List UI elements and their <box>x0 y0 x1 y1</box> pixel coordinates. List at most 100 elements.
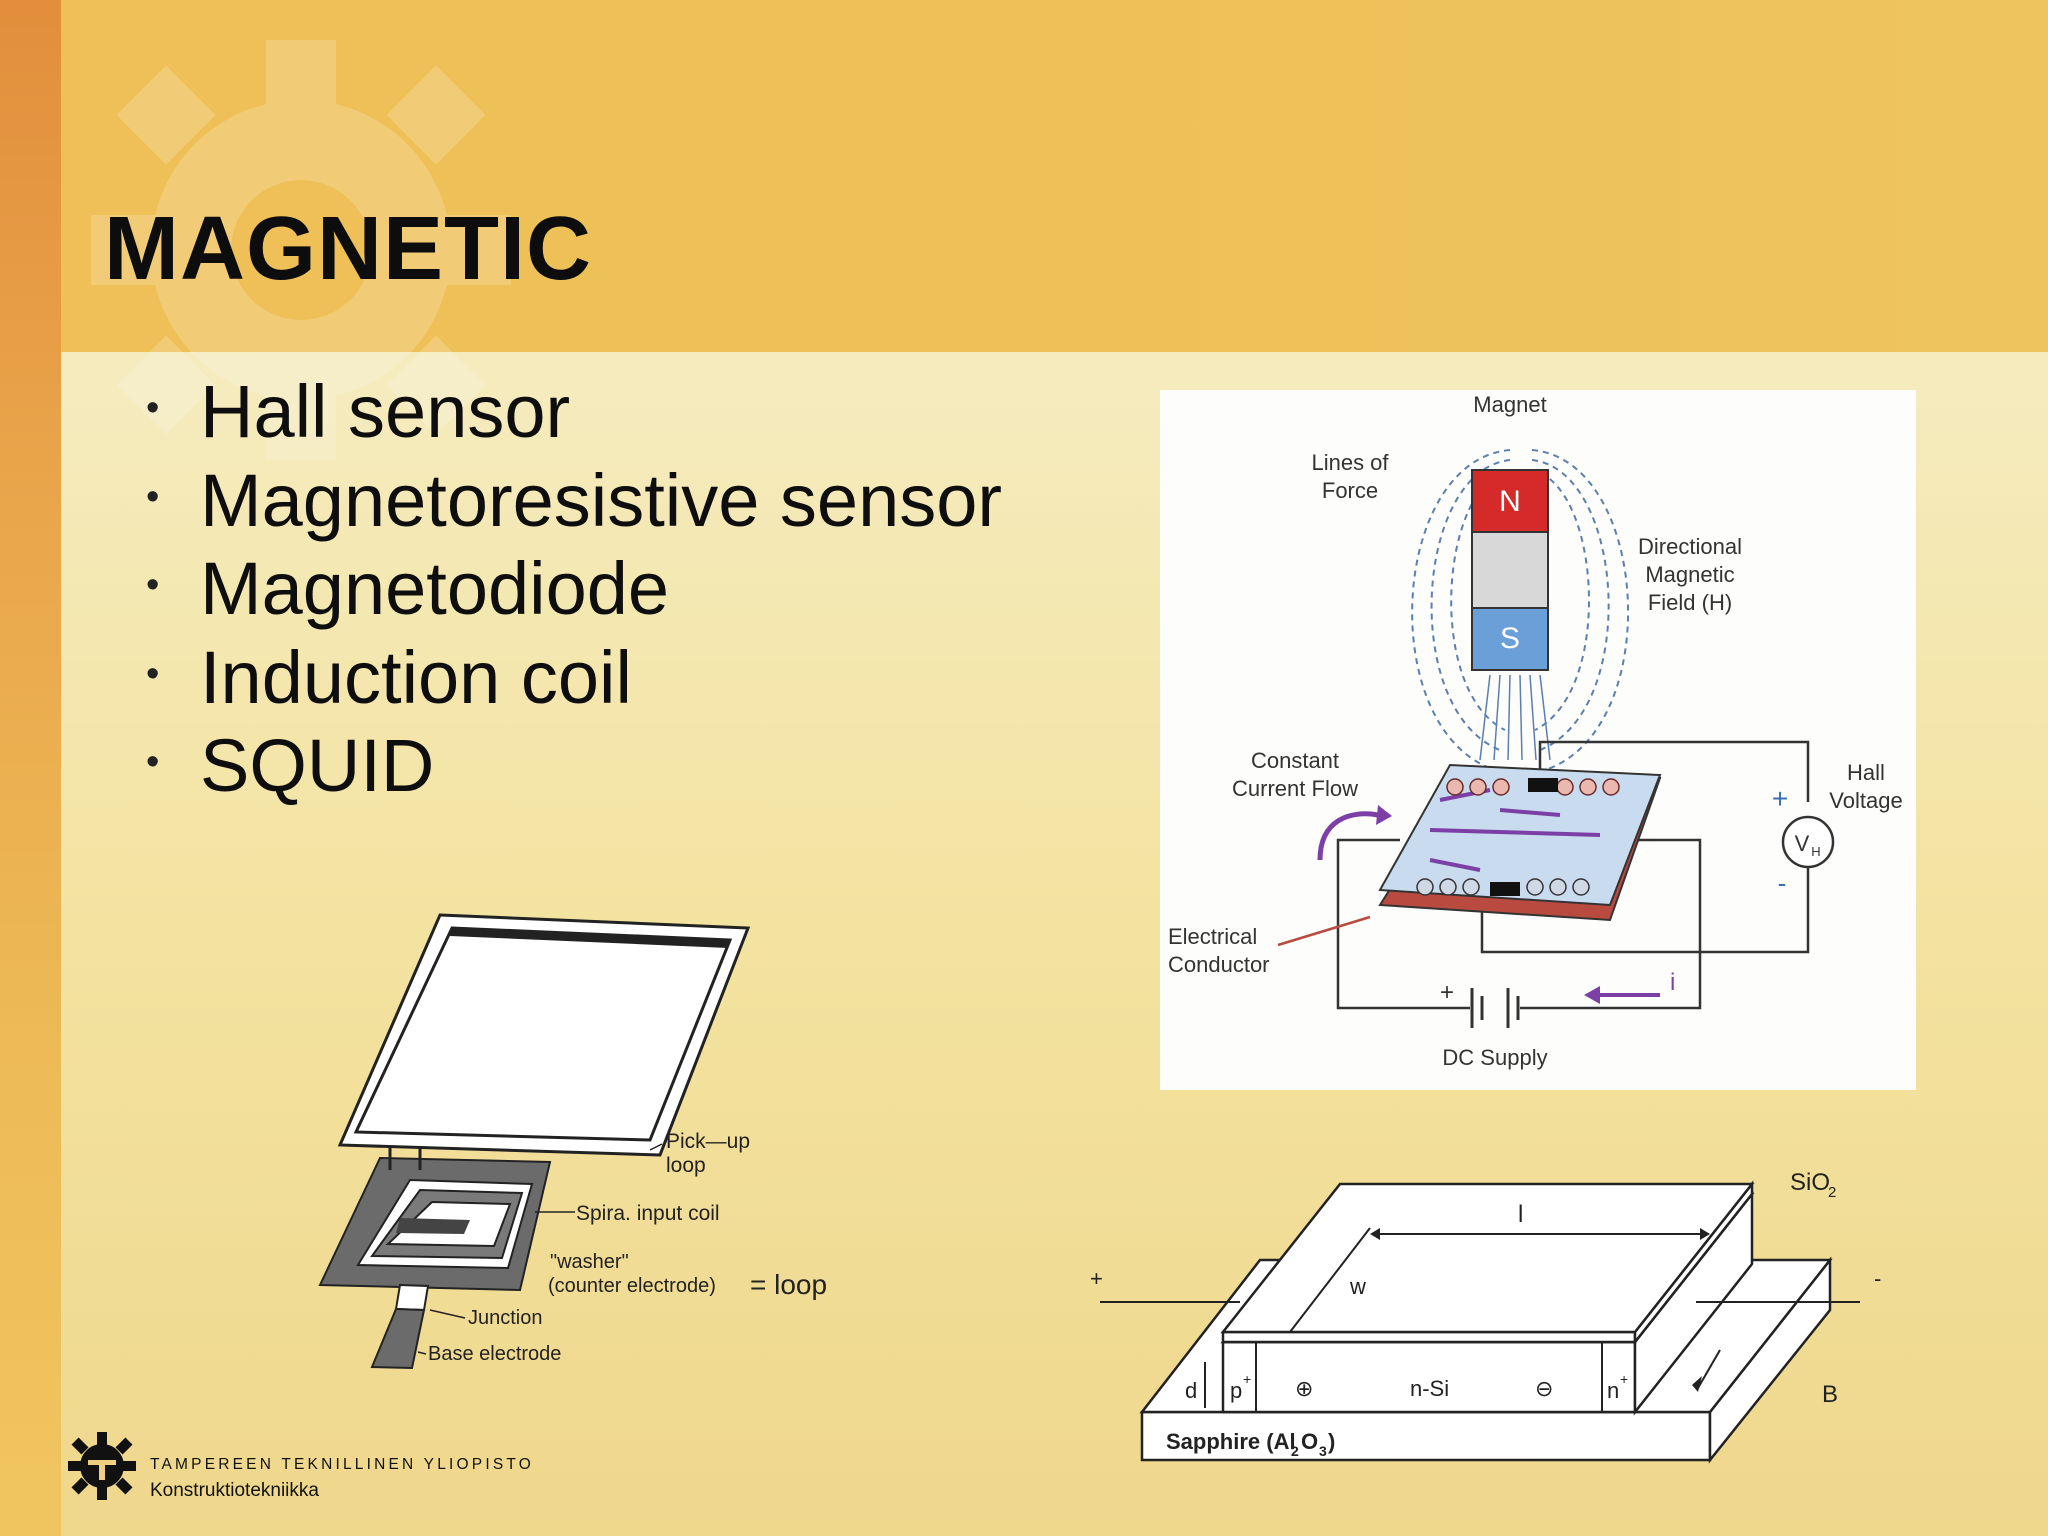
width-label: w <box>1349 1274 1366 1299</box>
lines-of-force-label: Lines of <box>1311 450 1389 475</box>
left-accent-band <box>0 0 61 1536</box>
p-region-label: p <box>1230 1378 1242 1403</box>
sapphire-label: Sapphire (Al 2 O 3 ) <box>1166 1429 1335 1459</box>
svg-text:): ) <box>1328 1429 1335 1454</box>
svg-text:3: 3 <box>1319 1443 1327 1459</box>
voltmeter-icon <box>1781 815 1835 869</box>
b-arrowhead <box>1692 1376 1702 1392</box>
field-b-label: B <box>1822 1381 1838 1408</box>
washer-label: "washer" <box>550 1251 629 1273</box>
length-label: l <box>1518 1201 1523 1228</box>
diode-region-lines <box>1100 1227 1860 1412</box>
magnetodiode-figure: SiO 2 l w d p + ⊕ n-Si ⊖ n + + - B Sapph… <box>1080 1150 1900 1490</box>
university-name: TAMPEREEN TEKNILLINEN YLIOPISTO <box>150 1456 535 1473</box>
current-i-arrowhead <box>1584 986 1600 1004</box>
spiral-coil-label: Spira. input coil <box>576 1202 720 1225</box>
base-electrode <box>370 1307 426 1370</box>
current-flow-arrowhead <box>1376 805 1392 825</box>
depth-label: d <box>1185 1378 1197 1403</box>
vh-subscript: H <box>1811 844 1820 859</box>
bullet-item: •SQUID <box>140 722 1002 811</box>
washer-label-2: (counter electrode) <box>548 1275 716 1297</box>
bullet-item: •Induction coil <box>140 634 1002 723</box>
l-arrow-right <box>1700 1228 1710 1240</box>
department-name: Konstruktiotekniikka <box>150 1480 319 1501</box>
spiral-coil-center <box>396 1218 470 1234</box>
positive-charges <box>1446 778 1620 796</box>
pickup-loop-shade <box>450 928 730 948</box>
junction-label: Junction <box>468 1307 543 1329</box>
pickup-pointer <box>649 1143 663 1151</box>
electrical-conductor-label: Electrical <box>1168 924 1257 949</box>
lines-of-force-label-2: Force <box>1322 478 1378 503</box>
squid-diagram: Pick—up loop Spira. input coil "washer" … <box>318 913 827 1370</box>
pickup-label: Pick—up <box>666 1130 750 1153</box>
hall-minus-sign: - <box>1778 868 1787 898</box>
sio2-top <box>1220 1182 1755 1334</box>
magnetodiode-diagram: SiO 2 l w d p + ⊕ n-Si ⊖ n + + - B Sapph… <box>1090 1169 1881 1464</box>
directional-field-label: Directional <box>1638 534 1742 559</box>
university-gear-logo-icon <box>68 1432 136 1500</box>
dc-plus-sign: + <box>1440 979 1454 1006</box>
hall-voltage-label-2: Voltage <box>1829 788 1902 813</box>
l-arrow-left <box>1370 1228 1380 1240</box>
constant-current-label-2: Current Flow <box>1232 776 1358 801</box>
directional-field-label-2: Magnetic <box>1645 562 1734 587</box>
bullet-dot-icon: • <box>146 652 160 695</box>
bullet-dot-icon: • <box>146 387 160 429</box>
squid-figure: Pick—up loop Spira. input coil "washer" … <box>300 890 860 1390</box>
bullet-dot-icon: • <box>146 741 160 783</box>
bullet-item: •Magnetodiode <box>140 545 1002 634</box>
svg-text:2: 2 <box>1291 1443 1299 1459</box>
vh-label: V <box>1795 831 1810 856</box>
negative-charges <box>1416 878 1590 896</box>
p-superscript: + <box>1243 1371 1251 1387</box>
bullet-item: •Hall sensor <box>140 368 1002 457</box>
directional-field-label-3: Field (H) <box>1648 590 1732 615</box>
electrical-conductor-label-2: Conductor <box>1168 952 1270 977</box>
bullet-item: •Magnetoresistive sensor <box>140 457 1002 546</box>
hall-sensor-diagram: N S Magnet Lines of Force Directional Ma… <box>1168 392 1903 1070</box>
bullet-dot-icon: • <box>146 475 160 518</box>
magnet-north-pole <box>1471 469 1549 533</box>
junction-neck <box>394 1283 430 1312</box>
diode-structure <box>1139 1180 1833 1464</box>
constant-current-label: Constant <box>1251 748 1339 773</box>
current-flow-arrow <box>1317 811 1379 861</box>
terminal-plus-label: + <box>1090 1266 1103 1291</box>
magnet-body <box>1471 531 1549 609</box>
sio2-label: SiO <box>1790 1169 1830 1196</box>
svg-text:Sapphire (Al: Sapphire (Al <box>1166 1429 1296 1454</box>
svg-text:O: O <box>1301 1429 1318 1454</box>
current-i-label: i <box>1670 969 1675 996</box>
dc-supply-label: DC Supply <box>1442 1045 1547 1070</box>
slide-title: MAGNETIC <box>104 199 592 299</box>
base-electrode-label: Base electrode <box>428 1343 561 1365</box>
hall-contact-bottom <box>1490 882 1520 896</box>
pole-n-label: N <box>1499 485 1521 518</box>
hall-sensor-figure: N S Magnet Lines of Force Directional Ma… <box>1160 390 1916 1090</box>
bullet-dot-icon: • <box>146 564 160 606</box>
equals-loop-label: = loop <box>750 1269 827 1300</box>
gear-watermark-icon <box>91 40 511 460</box>
hall-plus-sign: + <box>1772 783 1788 814</box>
sio2-subscript: 2 <box>1828 1184 1836 1201</box>
circuit-wires <box>1336 740 1810 1010</box>
base-pointer <box>417 1351 427 1355</box>
conductor-pointer <box>1277 915 1371 947</box>
hole-symbol: ⊕ <box>1295 1376 1313 1401</box>
field-rays <box>1479 674 1551 761</box>
magnet-south-pole <box>1471 607 1549 671</box>
n-superscript: + <box>1620 1371 1628 1387</box>
bullet-list: •Hall sensor •Magnetoresistive sensor •M… <box>140 368 1002 811</box>
n-si-label: n-Si <box>1410 1376 1449 1401</box>
hall-voltage-label: Hall <box>1847 760 1885 785</box>
junction-pointer <box>429 1309 466 1319</box>
hall-contact-top <box>1528 778 1558 792</box>
pickup-label-2: loop <box>666 1154 706 1177</box>
b-arrow <box>1697 1349 1721 1389</box>
terminal-minus-label: - <box>1874 1266 1881 1291</box>
electron-symbol: ⊖ <box>1535 1376 1553 1401</box>
sio2-front <box>1221 1330 1637 1344</box>
pole-s-label: S <box>1500 622 1520 655</box>
